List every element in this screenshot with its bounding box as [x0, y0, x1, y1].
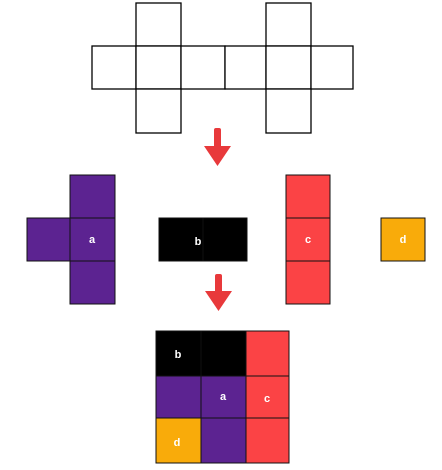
assembled-cell-c: [245, 375, 290, 419]
piece-b-label: b: [195, 236, 202, 248]
assembled-label-b: b: [175, 349, 182, 361]
net-cell: [265, 2, 312, 47]
piece-b-cell: [202, 217, 248, 262]
down-arrow-icon: [205, 274, 232, 311]
assembled-cell-b: [200, 330, 247, 377]
net-cell: [135, 45, 182, 90]
net-cell: [310, 45, 354, 90]
assembled-cell-c: [245, 330, 290, 377]
assembled-label-c: c: [264, 393, 270, 405]
assembled-cell-d: [155, 417, 202, 464]
net-cell: [135, 88, 182, 134]
piece-a: [26, 174, 116, 305]
piece-a-cell: [69, 260, 116, 305]
net-cell: [265, 45, 312, 90]
piece-a-cell: [69, 174, 116, 219]
piece-c-cell: [285, 260, 331, 305]
assembled-cell-a: [155, 375, 202, 419]
net-cell: [91, 45, 137, 90]
net-cell: [180, 45, 226, 90]
assembled-cell-a: [200, 417, 247, 464]
piece-d-cell: [380, 217, 426, 262]
net-cell: [265, 88, 312, 134]
piece-b: [158, 217, 248, 262]
net-cell: [135, 2, 182, 47]
net-cell: [224, 45, 267, 90]
assembled-square: [155, 330, 290, 464]
cube-net-outline: [91, 2, 354, 134]
piece-c: [285, 174, 331, 305]
piece-c-label: c: [305, 234, 311, 246]
assembled-label-d: d: [174, 437, 181, 449]
piece-c-cell: [285, 217, 331, 262]
piece-c-cell: [285, 174, 331, 219]
assembled-label-a: a: [220, 391, 227, 403]
down-arrow-icon: [204, 128, 231, 166]
assembled-cell-c: [245, 417, 290, 464]
piece-d: [380, 217, 426, 262]
piece-a-cell: [69, 217, 116, 262]
piece-d-label: d: [400, 234, 407, 246]
piece-a-cell: [26, 217, 71, 262]
piece-a-label: a: [89, 234, 96, 246]
piece-b-cell: [158, 217, 204, 262]
